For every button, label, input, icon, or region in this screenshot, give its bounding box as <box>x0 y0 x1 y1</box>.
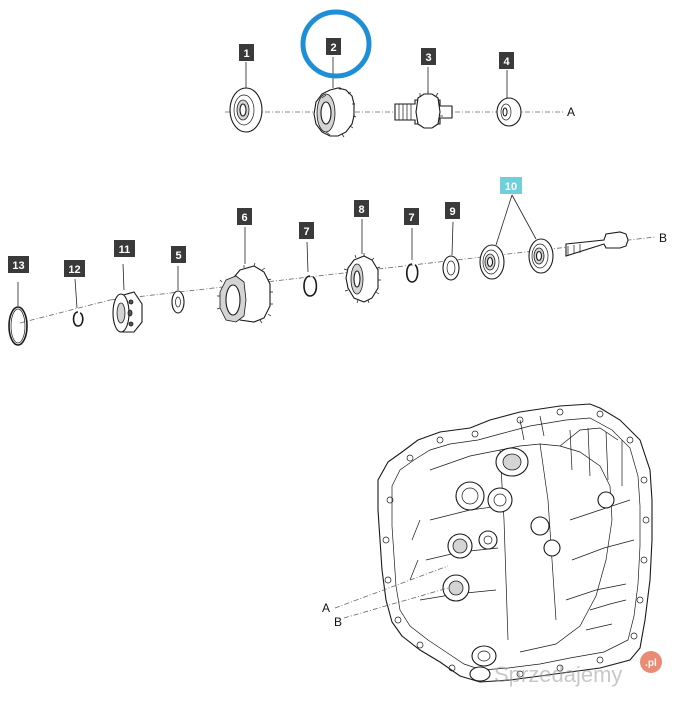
tag-6: 6 <box>237 208 252 225</box>
tag-3: 3 <box>421 48 436 65</box>
part-2-gear[interactable] <box>313 87 357 138</box>
tag-1: 1 <box>239 44 254 61</box>
axis-a-housing-line <box>334 565 449 609</box>
tag-11: 11 <box>114 240 135 257</box>
output-shaft[interactable] <box>565 231 629 257</box>
svg-text:4: 4 <box>503 56 510 68</box>
svg-text:1: 1 <box>243 48 249 60</box>
part-9-washer[interactable] <box>442 255 460 281</box>
svg-text:6: 6 <box>241 212 247 224</box>
axis-b-line-seg1 <box>19 299 111 324</box>
leader-9 <box>451 221 454 256</box>
part-6-double-gear[interactable] <box>216 262 273 324</box>
svg-text:7: 7 <box>408 212 414 224</box>
part-7a-circlip[interactable] <box>303 275 318 297</box>
part-3-shaft[interactable] <box>394 91 453 129</box>
axis-b-label-top: B <box>659 231 667 245</box>
tag-12: 12 <box>64 260 85 277</box>
part-1-bearing[interactable] <box>229 87 263 133</box>
axis-b-label-bottom: B <box>334 615 342 629</box>
axis-b-line-seg2 <box>109 236 656 301</box>
part-8-gear[interactable] <box>343 253 381 304</box>
svg-text:13: 13 <box>12 260 24 272</box>
tag-8: 8 <box>354 200 369 217</box>
highlight-circle <box>300 9 372 79</box>
svg-text:7: 7 <box>303 226 309 238</box>
svg-text:8: 8 <box>358 204 364 216</box>
svg-text:12: 12 <box>68 264 80 276</box>
leader-10b <box>511 194 537 240</box>
svg-text:2: 2 <box>330 42 336 54</box>
tag-4: 4 <box>499 52 514 69</box>
svg-text:3: 3 <box>425 52 431 64</box>
part-5-washer[interactable] <box>171 290 185 314</box>
part-7b-circlip[interactable] <box>405 263 419 283</box>
part-12-circlip[interactable] <box>72 311 84 327</box>
part-10-bearing-right[interactable] <box>528 238 554 274</box>
svg-text:9: 9 <box>449 206 455 218</box>
leader-10a <box>495 194 513 246</box>
leader-7a <box>306 241 309 273</box>
watermark: Sprzedajemy .pl <box>494 651 662 687</box>
axis-a-label-bottom: A <box>322 601 330 615</box>
part-10-bearing-left[interactable] <box>479 244 505 280</box>
axis-a-label-top: A <box>567 105 575 119</box>
tag-5: 5 <box>171 246 186 263</box>
svg-text:10: 10 <box>505 181 517 193</box>
svg-text:Sprzedajemy: Sprzedajemy <box>494 662 622 687</box>
tag-7b: 7 <box>404 208 419 225</box>
svg-text:5: 5 <box>175 250 181 262</box>
leader-12 <box>74 278 78 309</box>
tag-9: 9 <box>445 202 460 219</box>
svg-text:.pl: .pl <box>645 658 657 669</box>
tag-2: 2 <box>326 38 341 55</box>
tag-10: 9 10 10 <box>500 177 522 194</box>
axis-b-housing-line <box>343 587 449 619</box>
tag-13: 13 <box>8 256 29 273</box>
part-13-oring[interactable] <box>8 306 28 346</box>
leader-11 <box>122 263 125 291</box>
part-4-bushing[interactable] <box>496 97 522 127</box>
tag-7a: 7 <box>299 222 314 239</box>
transmission-housing <box>377 403 653 683</box>
part-11-bearing[interactable] <box>112 291 143 333</box>
svg-text:11: 11 <box>119 244 131 256</box>
